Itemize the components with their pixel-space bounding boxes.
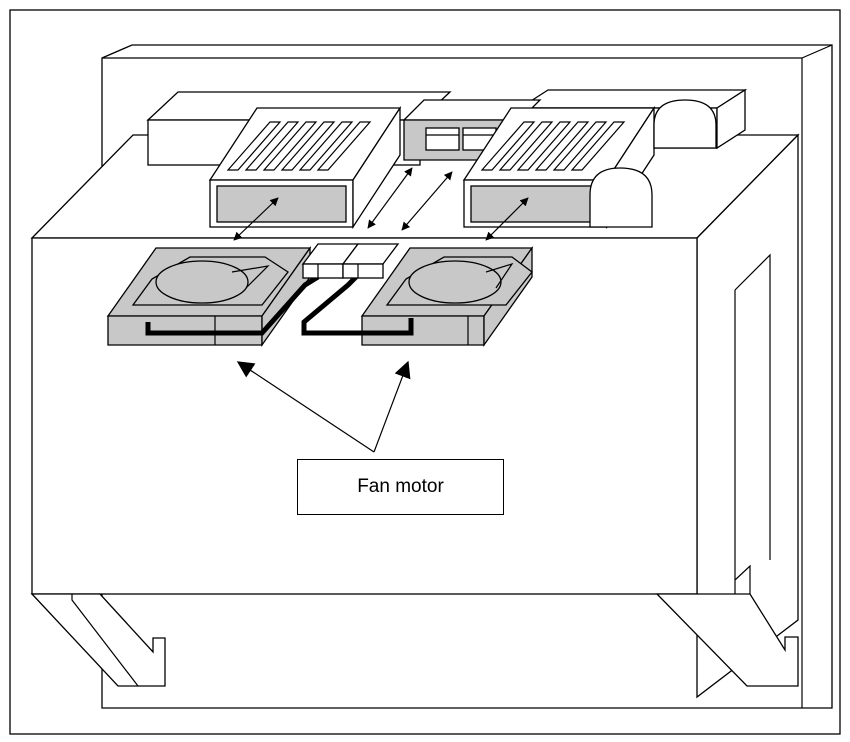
fan-motor-label: Fan motor	[357, 476, 444, 497]
pointer-arrow-left	[236, 361, 375, 453]
fan-motor-label-box: Fan motor	[297, 459, 504, 515]
connector-right	[341, 243, 400, 279]
capacitor-back	[653, 99, 717, 149]
arrow-right-sink-to-fan	[485, 197, 529, 241]
right-leg	[655, 564, 799, 687]
arrow-left-sink-to-fan	[233, 197, 279, 241]
connector-left	[301, 243, 360, 279]
arrow-connector-2	[401, 171, 453, 231]
fan-motor-left	[106, 245, 320, 348]
pointer-arrow-right	[373, 360, 411, 453]
fan-motor-right	[301, 245, 534, 348]
left-leg	[30, 593, 166, 687]
capacitor-front	[589, 167, 653, 228]
outer-frame	[9, 9, 841, 735]
